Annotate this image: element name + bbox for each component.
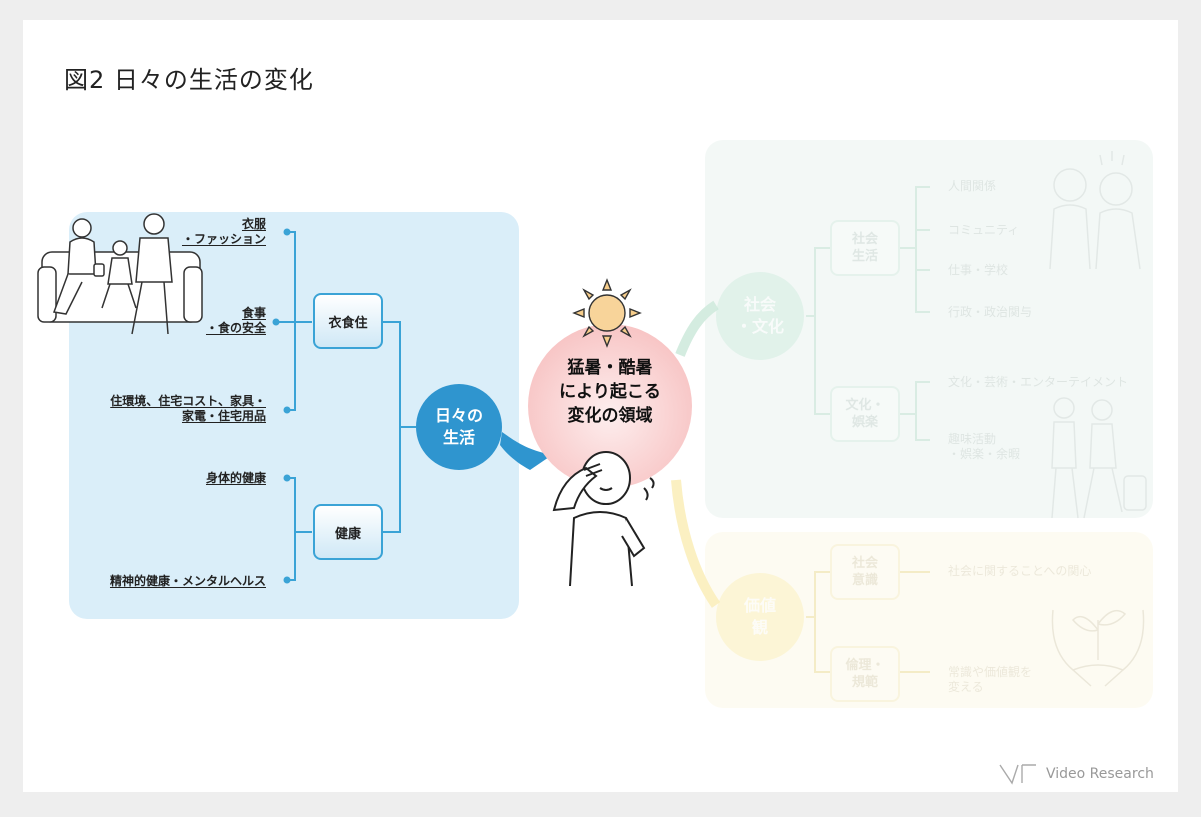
box-ethics-norms: 倫理・規範 bbox=[830, 646, 900, 702]
friends-illustration bbox=[1049, 151, 1141, 270]
family-sofa-illustration bbox=[37, 213, 203, 335]
video-research-logo-mark bbox=[999, 764, 1036, 785]
hot-person-illustration bbox=[552, 451, 655, 587]
leaf-food: 食事 ・食の安全 bbox=[205, 306, 266, 335]
leaf-clothing: 衣服 ・ファッション bbox=[181, 217, 266, 246]
leaf-housing: 住環境、住宅コスト、家具・ 家電・住宅用品 bbox=[110, 394, 266, 423]
box-social-awareness: 社会意識 bbox=[830, 544, 900, 600]
page-title: 図2 日々の生活の変化 bbox=[64, 66, 314, 94]
daily-life-hub: 日々の生活 bbox=[416, 384, 502, 470]
leaf-arts: 文化・芸術・エンターテイメント bbox=[948, 375, 1129, 389]
travelers-illustration bbox=[1051, 397, 1147, 519]
leaf-mental-health: 精神的健康・メンタルヘルス bbox=[109, 574, 266, 588]
box-culture-entertainment: 文化・娯楽 bbox=[830, 386, 900, 442]
leaf-politics: 行政・政治関与 bbox=[948, 305, 1033, 319]
category-box-health: 健康 bbox=[313, 504, 383, 560]
leaf-community: コミュニティ bbox=[948, 223, 1020, 237]
values-panel bbox=[705, 532, 1153, 708]
leaf-hobbies: 趣味活動 ・娯楽・余暇 bbox=[948, 432, 1021, 461]
heat-label: 猛暑・酷暑 により起こる 変化の領域 bbox=[559, 358, 661, 426]
leaf-physical-health: 身体的健康 bbox=[205, 471, 266, 485]
society-culture-circle: 社会・文化 bbox=[716, 272, 804, 360]
video-research-logo: Video Research bbox=[998, 762, 1158, 786]
leaf-change-values: 常識や価値観を 変える bbox=[948, 665, 1033, 694]
logo-text: Video Research bbox=[1046, 766, 1154, 782]
leaf-relationships: 人間関係 bbox=[948, 179, 997, 193]
box-social-life: 社会生活 bbox=[830, 220, 900, 276]
leaf-social-interest: 社会に関することへの関心 bbox=[948, 564, 1092, 578]
values-circle: 価値観 bbox=[716, 573, 804, 661]
sun-icon bbox=[572, 278, 642, 348]
leaf-work-school: 仕事・学校 bbox=[948, 263, 1009, 277]
hands-sprout-illustration bbox=[1051, 609, 1145, 687]
category-box-clothing-food-housing: 衣食住 bbox=[313, 293, 383, 349]
